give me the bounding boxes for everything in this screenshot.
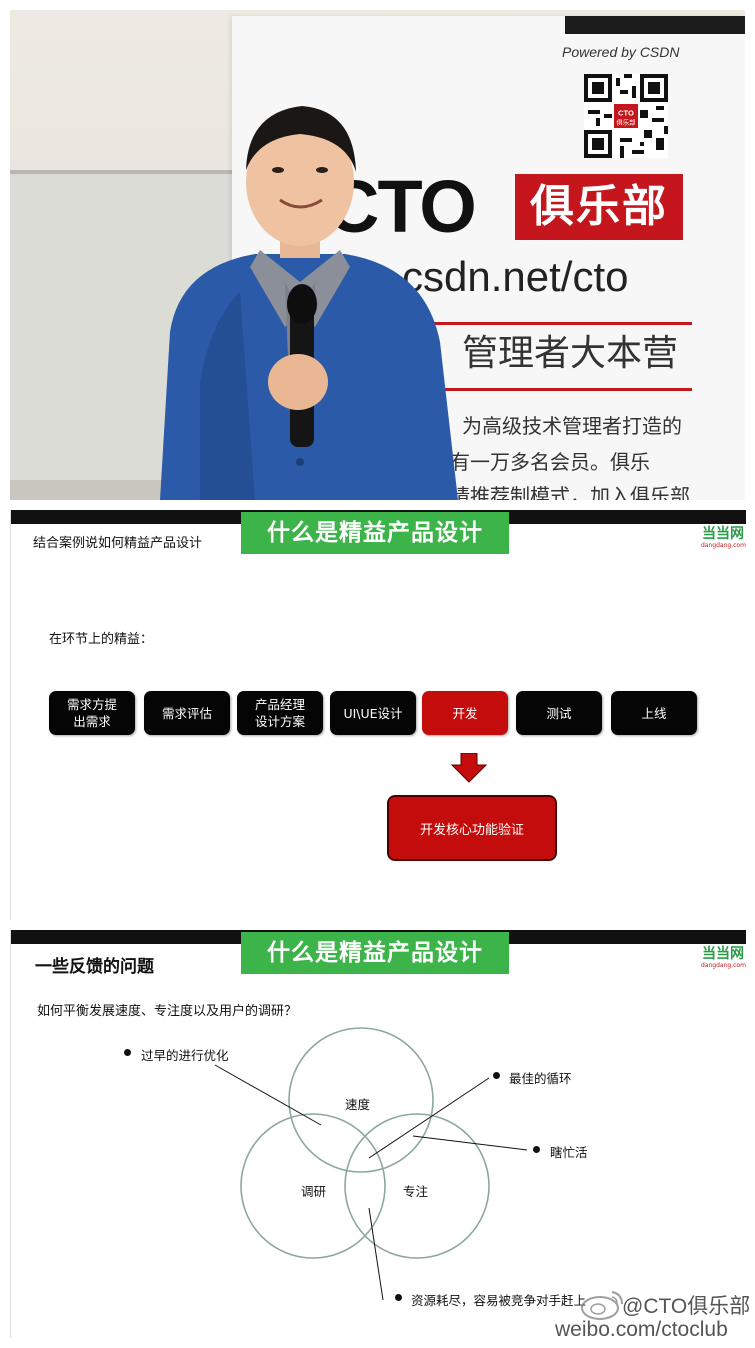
powered-by-text: Powered by CSDN bbox=[562, 44, 680, 60]
venn-circle-focus bbox=[344, 1113, 490, 1259]
slide-subtitle: 结合案例说如何精益产品设计 bbox=[33, 536, 203, 551]
slide-subtitle: 一些反馈的问题 bbox=[35, 957, 154, 977]
brand-domain: dangdang.com bbox=[701, 962, 746, 969]
step-ui-ue-design: UI\UE设计 bbox=[330, 691, 416, 735]
step-label-line1: 测试 bbox=[546, 705, 572, 721]
step-label-line1: 开发 bbox=[452, 705, 478, 721]
step-label-line1: 需求方提 bbox=[66, 697, 117, 712]
step-requirement: 需求方提 出需求 bbox=[49, 691, 135, 735]
brand-name: 当当网 bbox=[702, 946, 744, 962]
venn-label-speed: 速度 bbox=[345, 1097, 371, 1112]
callout-line-busy bbox=[412, 1135, 528, 1151]
banner-blurb-line2: ，现有一万多名会员。俱乐 bbox=[410, 450, 650, 474]
callout-busy: 瞎忙活 bbox=[550, 1145, 588, 1160]
step-development: 开发 bbox=[422, 691, 508, 735]
step-pm-design: 产品经理 设计方案 bbox=[237, 691, 323, 735]
whiteboard-ledge bbox=[10, 480, 210, 500]
weibo-handle: @CTO俱乐部 bbox=[622, 1295, 751, 1318]
venn-diagram bbox=[214, 1027, 528, 1301]
step-label-line1: 需求评估 bbox=[161, 705, 212, 721]
step-label-line2: 出需求 bbox=[73, 714, 111, 729]
weibo-url: weibo.com/ctoclub bbox=[555, 1318, 728, 1341]
venn-circle-research bbox=[240, 1113, 386, 1259]
banner-blurb-line3: 的邀请推荐制模式，加入俱乐部 bbox=[410, 484, 690, 500]
slide-question: 如何平衡发展速度、专注度以及用户的调研？ bbox=[37, 1004, 298, 1019]
banner-divider-2 bbox=[432, 388, 692, 391]
step-label-line2: 设计方案 bbox=[254, 714, 305, 729]
club-logo-box: 俱乐部 bbox=[515, 174, 683, 240]
qr-badge-line1: CTO bbox=[618, 109, 634, 118]
step-evaluation: 需求评估 bbox=[144, 691, 230, 735]
dangdang-logo: 当当网 dangdang.com bbox=[701, 946, 746, 969]
venn-label-focus: 专注 bbox=[403, 1184, 429, 1199]
slide-lean-stages: 什么是精益产品设计 结合案例说如何精益产品设计 当当网 dangdang.com… bbox=[10, 510, 746, 920]
weibo-watermark: @CTO俱乐部 weibo.com/ctoclub bbox=[548, 1282, 751, 1346]
speaker-figure bbox=[160, 106, 458, 500]
bullet-icon bbox=[395, 1294, 402, 1301]
qr-code-icon: CTO 俱乐部 bbox=[584, 74, 668, 158]
callout-line-best-loop bbox=[368, 1077, 490, 1159]
callout-premature: 过早的进行优化 bbox=[141, 1048, 229, 1063]
brand-name: 当当网 bbox=[702, 526, 744, 542]
callout-line-exhausted bbox=[368, 1207, 384, 1301]
brand-domain: dangdang.com bbox=[701, 542, 746, 549]
result-box: 开发核心功能验证 bbox=[387, 795, 557, 861]
qr-badge-line2: 俱乐部 bbox=[616, 117, 636, 126]
slide-title: 什么是精益产品设计 bbox=[241, 932, 509, 974]
dangdang-logo: 当当网 dangdang.com bbox=[701, 526, 746, 549]
step-label-line1: UI\UE设计 bbox=[343, 705, 403, 721]
venn-circle-speed bbox=[288, 1027, 434, 1173]
venn-label-research: 调研 bbox=[301, 1184, 327, 1199]
callout-exhausted: 资源耗尽，容易被竞争对手赶上 bbox=[411, 1293, 587, 1308]
step-launch: 上线 bbox=[611, 691, 697, 735]
bullet-icon bbox=[493, 1072, 500, 1079]
slide-feedback-venn: 什么是精益产品设计 一些反馈的问题 当当网 dangdang.com 如何平衡发… bbox=[10, 930, 746, 1338]
banner-top-bar bbox=[565, 16, 745, 34]
banner-divider bbox=[432, 322, 692, 325]
banner-slogan: 管理者大本营 bbox=[462, 333, 679, 374]
weibo-logo-icon bbox=[581, 1291, 623, 1320]
callout-best-loop: 最佳的循环 bbox=[509, 1071, 572, 1086]
banner-blurb-line1: 为高级技术管理者打造的 bbox=[462, 414, 682, 438]
bullet-icon bbox=[533, 1146, 540, 1153]
step-label-line1: 上线 bbox=[641, 705, 667, 721]
callout-line-premature bbox=[214, 1064, 322, 1126]
slide-title: 什么是精益产品设计 bbox=[241, 512, 509, 554]
arrow-down-icon bbox=[451, 753, 487, 783]
bullet-icon bbox=[124, 1049, 131, 1056]
speaker-photo: Powered by CSDN CTO 俱乐部 CTO 俱乐部 csdn.net… bbox=[10, 10, 745, 500]
section-label: 在环节上的精益： bbox=[49, 632, 154, 647]
step-label-line1: 产品经理 bbox=[254, 697, 305, 712]
banner-url: csdn.net/cto bbox=[402, 253, 629, 300]
step-testing: 测试 bbox=[516, 691, 602, 735]
